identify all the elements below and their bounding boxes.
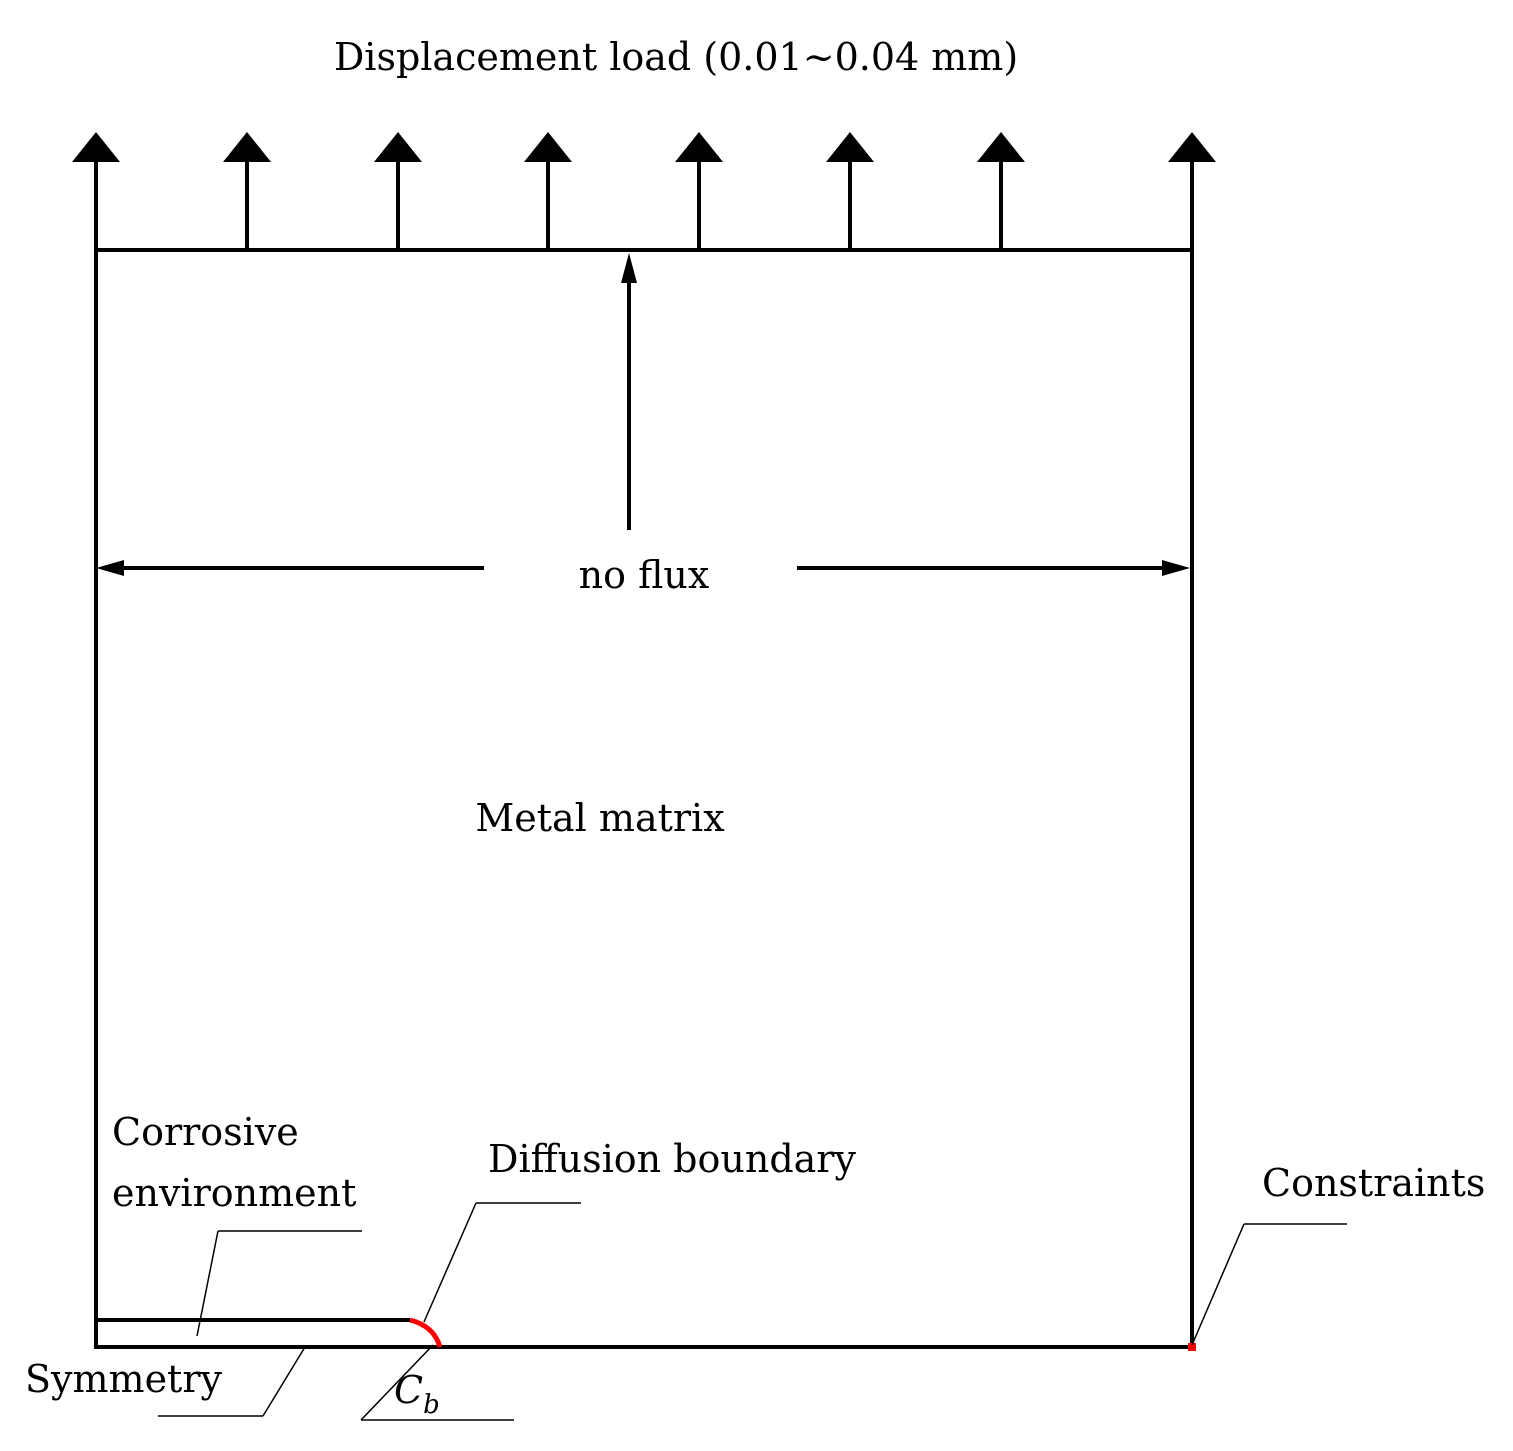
arrow-head-6: [826, 132, 874, 162]
arrow-head-4: [524, 132, 572, 162]
corrosive-label-line2: environment: [112, 1171, 356, 1215]
no-flux-arrow-heads: [96, 253, 1190, 576]
arrow-head-5: [675, 132, 723, 162]
corrosive-leader: [196, 1230, 362, 1337]
no-flux-label: no flux: [579, 553, 710, 597]
diffusion-boundary-label: Diffusion boundary: [488, 1137, 856, 1181]
arrow-head-2: [223, 132, 271, 162]
displacement-load-label: Displacement load (0.01~0.04 mm): [334, 35, 1018, 79]
metal-matrix-label: Metal matrix: [475, 796, 724, 840]
cb-leader: [360, 1344, 514, 1421]
symmetry-leader: [158, 1346, 306, 1417]
constraints-label: Constraints: [1262, 1161, 1485, 1205]
corrosive-label-line1: Corrosive: [112, 1110, 299, 1154]
arrow-head-7: [977, 132, 1025, 162]
no-flux-head-up: [621, 253, 637, 283]
arrow-head-3: [374, 132, 422, 162]
displacement-arrow-heads: [72, 132, 1216, 162]
constraints-leader: [1191, 1223, 1347, 1346]
diffusion-boundary-arc: [409, 1317, 443, 1348]
symmetry-label: Symmetry: [25, 1357, 222, 1401]
arrow-head-1: [72, 132, 120, 162]
crack-region: [96, 1318, 440, 1349]
no-flux-arrows: [118, 275, 1170, 570]
displacement-arrows: [94, 158, 1194, 250]
constraint-point: [1188, 1343, 1196, 1351]
no-flux-head-right: [1162, 560, 1190, 576]
no-flux-head-left: [96, 560, 124, 576]
diffusion-boundary-leader: [423, 1202, 581, 1323]
cb-label: Cb: [394, 1368, 440, 1420]
arrow-head-8: [1168, 132, 1216, 162]
